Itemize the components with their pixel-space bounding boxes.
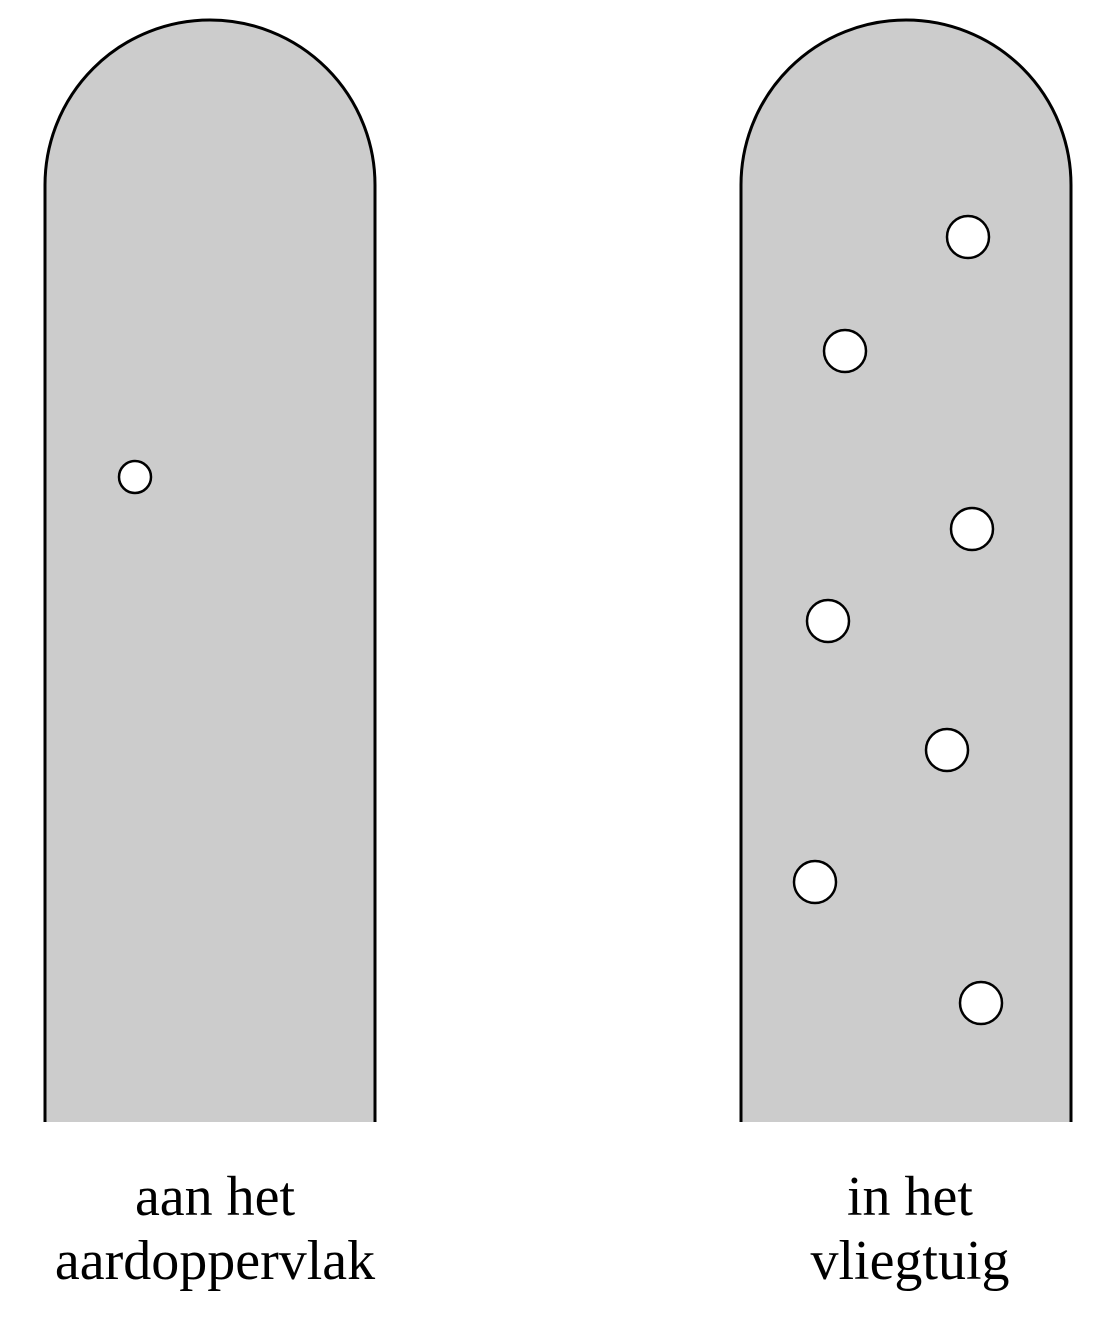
caption-right-line-2: vliegtuig <box>810 1230 1010 1292</box>
caption-right: in het vliegtuig <box>700 1165 1110 1293</box>
tube-left-group <box>43 18 377 1122</box>
bubble <box>792 859 838 905</box>
bubble <box>822 328 868 374</box>
bubble <box>924 727 970 773</box>
tube-right-fill <box>741 20 1071 1122</box>
tube-left-outline <box>43 18 377 1122</box>
bubble <box>949 506 995 552</box>
bubble <box>805 598 851 644</box>
tube-right-group <box>739 18 1073 1122</box>
bubble <box>117 459 153 495</box>
caption-right-line-1: in het <box>847 1166 973 1228</box>
bubble <box>958 980 1004 1026</box>
tube-left-fill <box>45 20 375 1122</box>
bubble <box>945 214 991 260</box>
caption-left: aan het aardoppervlak <box>5 1165 425 1293</box>
caption-left-line-1: aan het <box>134 1166 296 1228</box>
caption-left-line-2: aardoppervlak <box>54 1230 376 1292</box>
tube-right-outline <box>739 18 1073 1122</box>
